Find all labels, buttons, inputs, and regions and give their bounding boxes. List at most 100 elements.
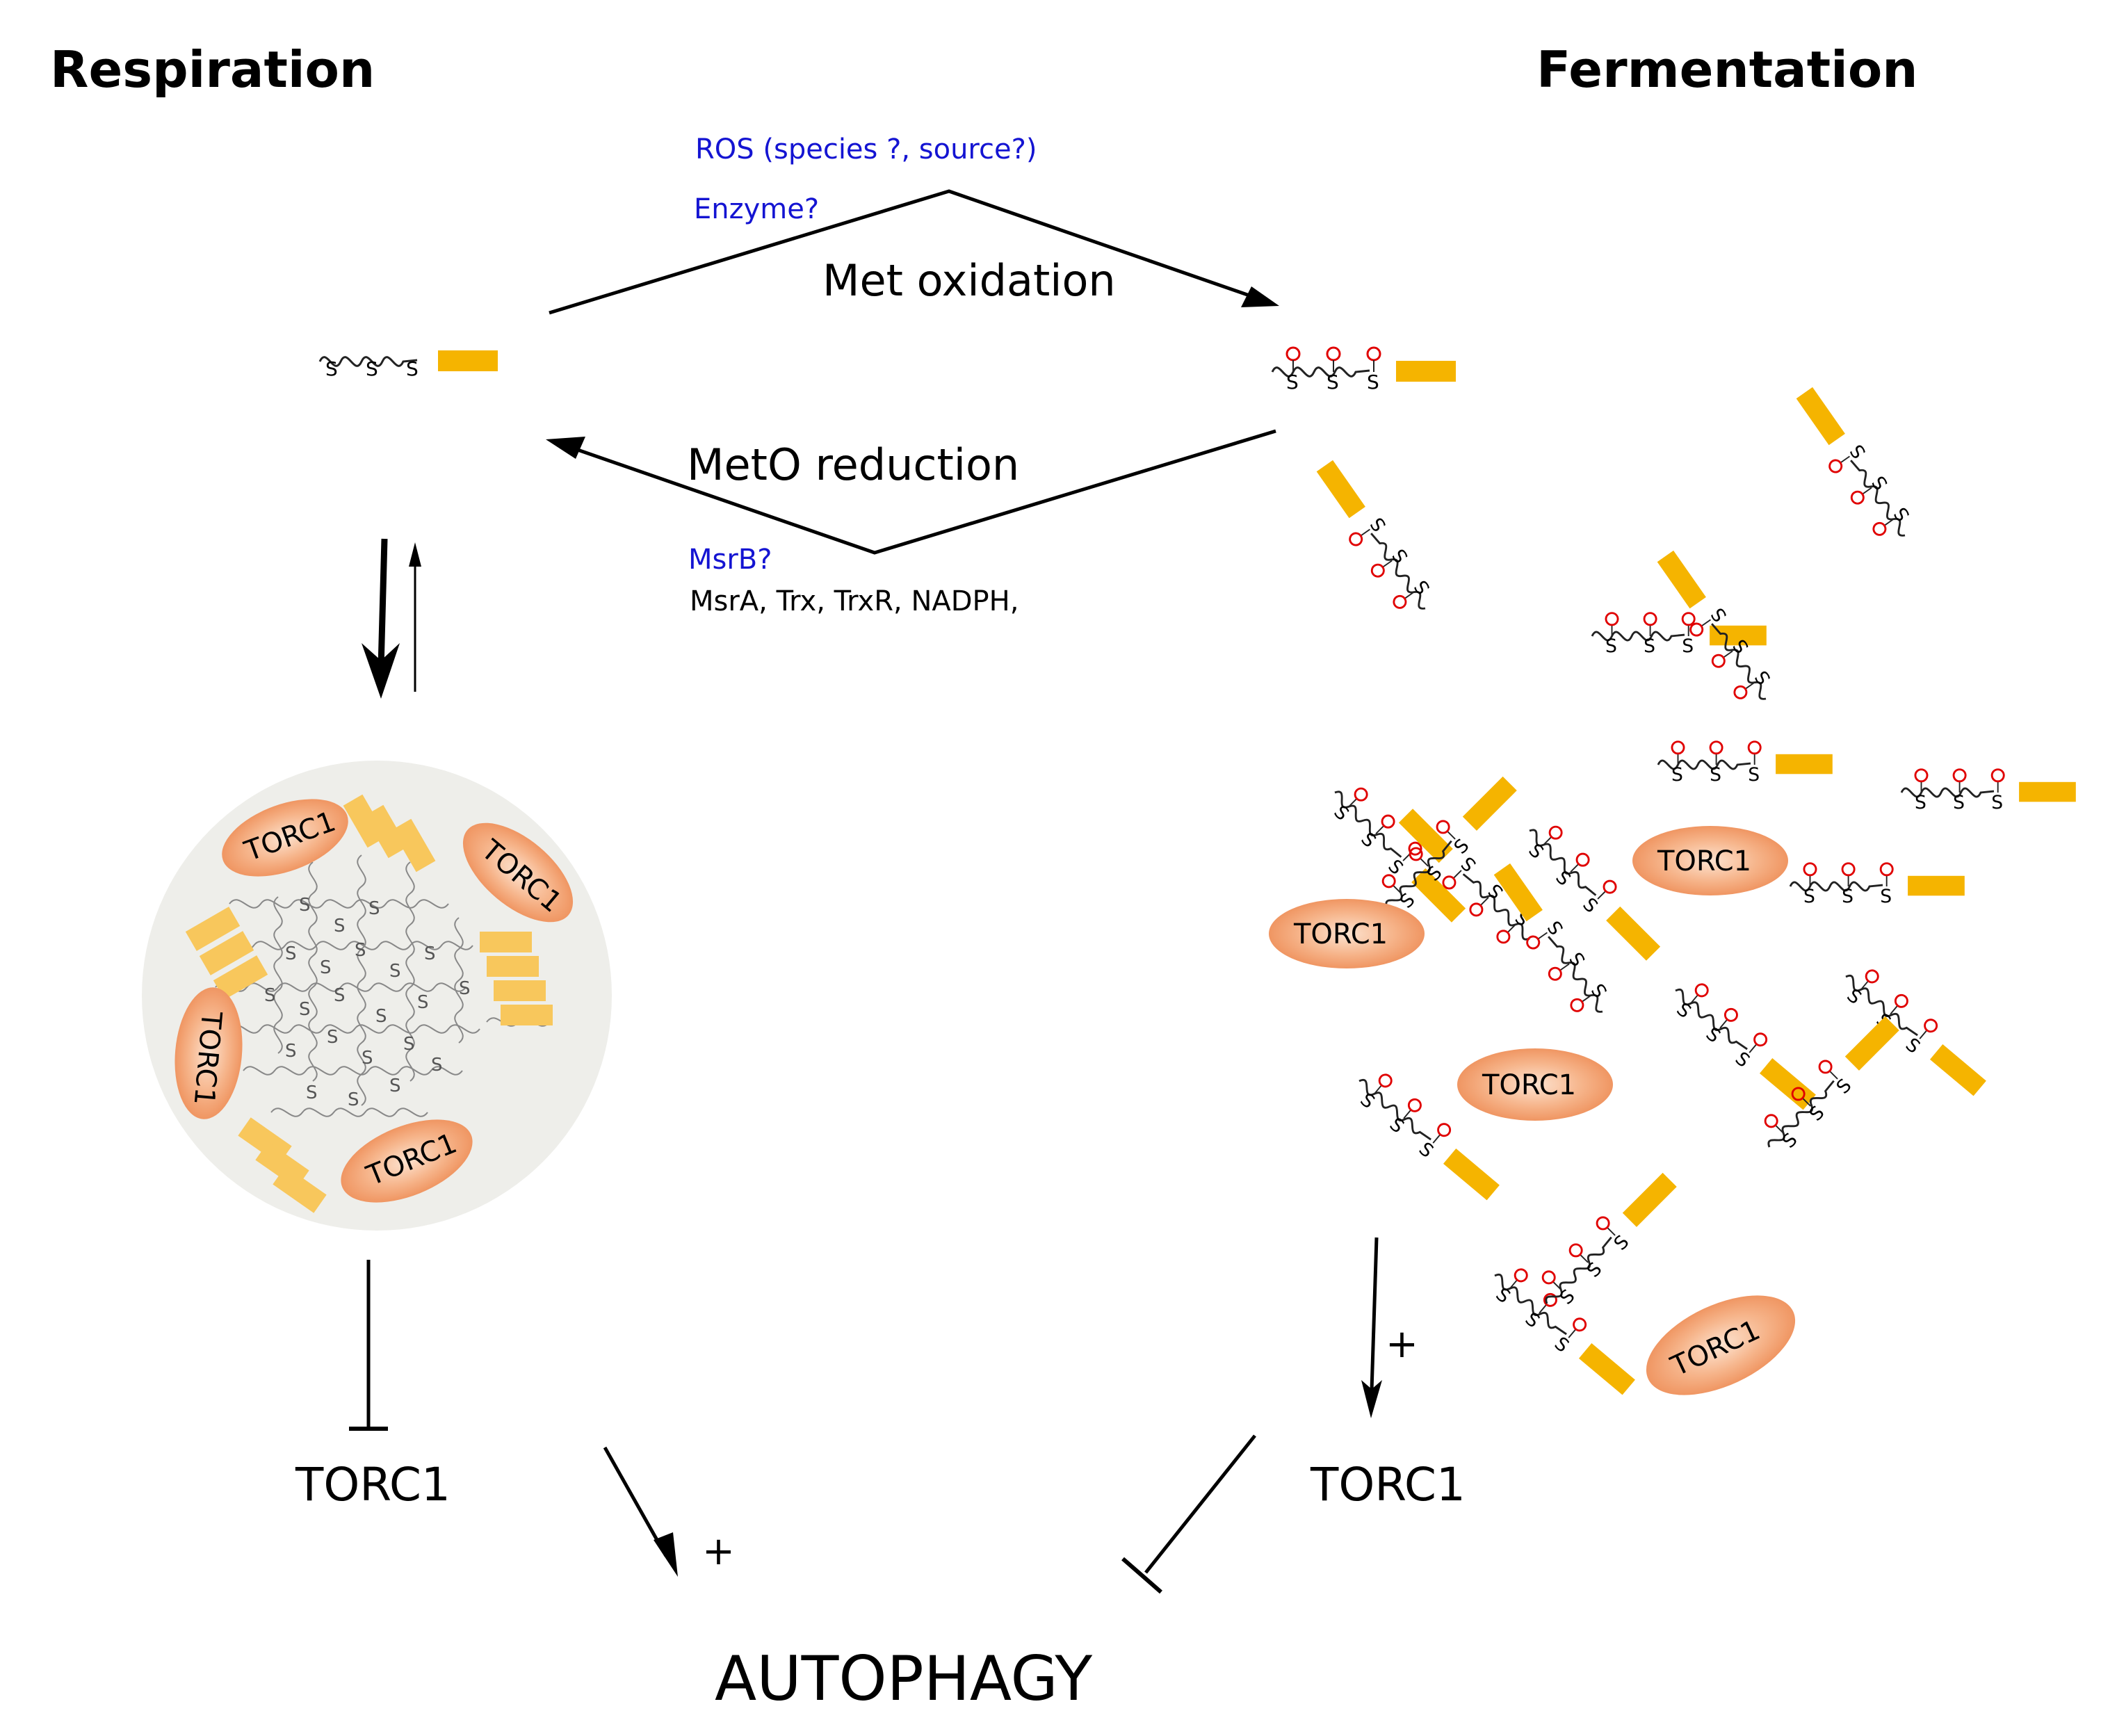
- svg-text:S: S: [348, 1089, 359, 1110]
- svg-text:TORC1: TORC1: [1657, 845, 1751, 877]
- met-oxidation-label: Met oxidation: [822, 255, 1116, 306]
- svg-text:S: S: [1327, 371, 1339, 394]
- svg-text:S: S: [1524, 840, 1548, 863]
- enzyme-label: Enzyme?: [694, 193, 819, 225]
- svg-text:S: S: [285, 943, 297, 964]
- svg-text:S: S: [431, 1055, 443, 1076]
- svg-text:S: S: [368, 898, 380, 919]
- free-torc1-oval: TORC1: [1632, 826, 1788, 895]
- svg-text:S: S: [1707, 603, 1731, 626]
- svg-text:S: S: [362, 1048, 373, 1069]
- oxidized-protein-copy: SSS: [1491, 1268, 1635, 1395]
- plus-left: +: [702, 1529, 735, 1574]
- svg-text:S: S: [1671, 764, 1683, 786]
- svg-text:S: S: [320, 957, 332, 978]
- torc1-left: TORC1: [295, 1458, 451, 1511]
- svg-text:S: S: [1778, 1129, 1802, 1153]
- svg-text:S: S: [1806, 1102, 1829, 1126]
- inhibit-torc1-left: [349, 1260, 388, 1431]
- heading-fermentation: Fermentation: [1536, 40, 1918, 99]
- svg-text:S: S: [375, 1006, 387, 1027]
- svg-text:S: S: [1890, 503, 1914, 526]
- free-torc1-oval: TORC1: [1457, 1048, 1613, 1121]
- svg-text:S: S: [1286, 371, 1299, 394]
- svg-text:S: S: [1578, 894, 1602, 918]
- svg-text:S: S: [403, 1034, 415, 1055]
- svg-text:S: S: [366, 357, 378, 380]
- oxidized-protein-copy: SSS: [1796, 387, 1915, 537]
- svg-text:S: S: [1605, 635, 1617, 657]
- svg-text:S: S: [1748, 764, 1760, 786]
- free-torc1-oval: TORC1: [1646, 1295, 1796, 1395]
- svg-text:S: S: [1457, 852, 1481, 876]
- svg-text:TORC1: TORC1: [1293, 918, 1388, 950]
- svg-text:S: S: [1710, 764, 1721, 786]
- meto-reduction-arrow: [546, 429, 1276, 555]
- heading-respiration: Respiration: [50, 40, 375, 99]
- granule-torc1-oval: TORC1: [222, 799, 348, 877]
- svg-text:S: S: [334, 916, 346, 936]
- svg-text:S: S: [389, 961, 401, 982]
- svg-text:S: S: [1991, 792, 2003, 813]
- ros-label: ROS (species ?, source?): [695, 133, 1037, 165]
- svg-text:S: S: [1388, 544, 1413, 567]
- svg-text:S: S: [299, 895, 311, 916]
- met-oxidation-arrow: [549, 189, 1279, 315]
- svg-text:S: S: [1410, 576, 1434, 599]
- svg-text:S: S: [1803, 886, 1815, 907]
- svg-text:S: S: [417, 992, 429, 1013]
- svg-text:S: S: [355, 940, 366, 961]
- svg-text:S: S: [1953, 792, 1965, 813]
- svg-text:S: S: [325, 357, 338, 380]
- svg-text:S: S: [1880, 886, 1892, 907]
- svg-text:S: S: [1842, 886, 1853, 907]
- svg-text:S: S: [1543, 916, 1568, 939]
- svg-text:S: S: [1551, 867, 1575, 891]
- svg-text:S: S: [1833, 1075, 1856, 1098]
- svg-text:S: S: [1644, 635, 1655, 657]
- svg-text:S: S: [285, 1041, 297, 1062]
- svg-text:S: S: [1682, 635, 1694, 657]
- svg-text:S: S: [1566, 948, 1590, 970]
- inhibit-autophagy-bar: [1121, 1434, 1256, 1594]
- svg-text:S: S: [306, 1082, 318, 1103]
- free-torc1-oval: TORC1: [1269, 899, 1425, 968]
- promote-autophagy-arrow: [603, 1446, 678, 1577]
- svg-text:S: S: [406, 357, 419, 380]
- svg-text:S: S: [1751, 667, 1775, 689]
- svg-text:S: S: [264, 985, 276, 1006]
- meto-reduction-label: MetO reduction: [687, 439, 1019, 490]
- svg-text:S: S: [1868, 471, 1892, 494]
- oxidized-protein: S S S: [1271, 346, 1456, 394]
- oxidized-protein-copy: SSS: [1356, 1073, 1500, 1201]
- svg-text:S: S: [1610, 1231, 1634, 1255]
- autophagy-label: AUTOPHAGY: [715, 1643, 1092, 1714]
- svg-text:S: S: [1329, 802, 1353, 825]
- protein-granule: S S S S S S S S S S S S S S S S S S S S …: [142, 761, 612, 1231]
- oxidized-protein-copy: SSS: [1672, 983, 1816, 1110]
- svg-text:S: S: [389, 1076, 401, 1096]
- svg-text:S: S: [1846, 440, 1870, 462]
- reduction-factors-label: MsrA, Trx, TrxR, NADPH,: [690, 585, 1019, 617]
- svg-text:S: S: [1366, 513, 1390, 535]
- oxidized-protein-copy: SSS: [1316, 460, 1435, 610]
- msrb-label: MsrB?: [688, 544, 772, 576]
- granule-torc1-oval: TORC1: [175, 987, 243, 1119]
- svg-text:S: S: [1583, 1258, 1607, 1282]
- svg-text:S: S: [299, 999, 311, 1020]
- svg-text:TORC1: TORC1: [1482, 1069, 1576, 1101]
- reduced-protein: S S S: [318, 350, 498, 380]
- svg-text:S: S: [1587, 980, 1612, 1002]
- torc1-right: TORC1: [1310, 1458, 1466, 1511]
- oxidized-protein-copy: SSS: [1842, 969, 1986, 1096]
- svg-text:S: S: [1915, 792, 1926, 813]
- plus-right: +: [1386, 1322, 1418, 1367]
- svg-text:S: S: [334, 985, 346, 1006]
- svg-text:S: S: [459, 978, 471, 999]
- svg-text:S: S: [1356, 829, 1380, 852]
- equilibrium-arrows: [362, 538, 421, 699]
